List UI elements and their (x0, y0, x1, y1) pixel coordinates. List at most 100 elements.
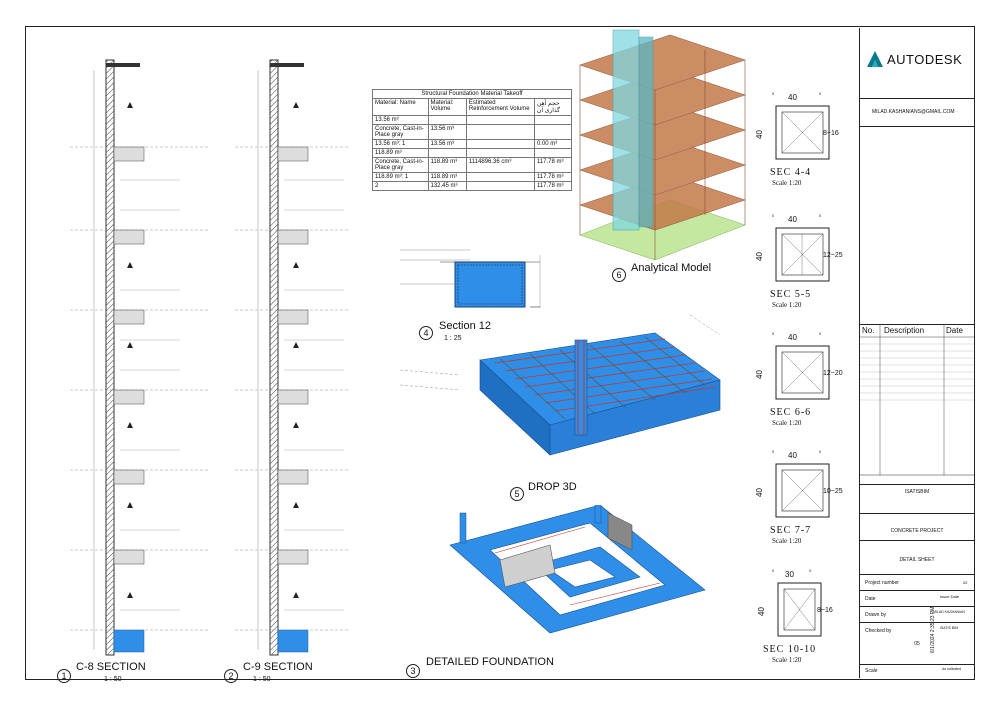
schedule-cell: 13.56 m³ (427, 139, 467, 149)
schedule-header: Estimated Reinforcement Volume (465, 98, 535, 116)
schedule-cell: 117.78 m³ (533, 172, 573, 182)
section-scale: Scale 1:20 (772, 301, 802, 309)
view-scale-c9: 1 : 50 (253, 676, 271, 683)
height-dim: 40 (754, 488, 764, 497)
autodesk-logo: AUTODESK (866, 50, 962, 68)
drawn-by-label: Drawn by (865, 612, 887, 618)
view-number-foundation: 3 (406, 664, 420, 678)
schedule-cell: 0.00 m³ (533, 139, 573, 149)
rebar-spec: 10~25 (823, 488, 843, 495)
project-row: CONCRETE PROJECT (860, 513, 974, 540)
project-name: CONCRETE PROJECT (890, 528, 944, 534)
schedule-cell (465, 115, 535, 125)
title-block: AUTODESK MILAD.KASHANIANS@GMAIL.COM No. … (859, 28, 974, 678)
checked-by-label: Checked by (865, 628, 892, 634)
section-label: SEC 4-4 (770, 167, 812, 178)
schedule-cell: 118.89 m³ (427, 157, 467, 173)
date-row: Date Issue Date (860, 590, 974, 606)
cover-dim: 5 (819, 331, 822, 336)
rev-header-desc: Description (884, 326, 925, 335)
scale-row: Scale As indicated (860, 664, 974, 678)
column-c8 (70, 59, 210, 656)
checked-by-row: Checked by ISATIS BIM 05 (860, 622, 974, 652)
drop-3d-drawing (400, 315, 721, 456)
height-dim: 40 (754, 370, 764, 379)
schedule-cell: 118.89 m³ (372, 148, 429, 158)
rebar-spec: 12~20 (823, 370, 843, 377)
drawn-by-value: MILAD KASHANIAN (933, 610, 965, 614)
schedule-cell: 117.78 m³ (533, 181, 573, 191)
view-number-drop3d: 5 (510, 487, 524, 501)
scale-value: As indicated (942, 667, 962, 671)
view-number-c9: 2 (224, 669, 238, 683)
schedule-cell (533, 124, 573, 140)
section-scale: Scale 1:20 (772, 537, 802, 545)
material-takeoff-schedule: Structural Foundation Material Takeoff M… (372, 89, 573, 191)
brand-name: AUTODESK (887, 51, 963, 67)
revision-table: No. Description Date (860, 324, 974, 484)
blank-panel (860, 126, 974, 324)
section-10-10: 5 30 5 40 8~16 SEC 10-10 Scale 1:20 (755, 567, 855, 667)
section-square (777, 582, 822, 637)
schedule-cell: Concrete, Cast-in-Place gray (372, 157, 429, 173)
view-scale-c8: 1 : 50 (104, 676, 122, 683)
schedule-row: 118.89 m³ (372, 148, 573, 158)
cover-dim: 5 (772, 213, 775, 218)
schedule-title: Structural Foundation Material Takeoff (372, 89, 572, 99)
date-label: Date (865, 596, 876, 602)
width-dim: 40 (788, 333, 797, 342)
width-dim: 40 (788, 93, 797, 102)
schedule-cell (427, 115, 467, 125)
company-row: ISATISBIM (860, 484, 974, 513)
view-number-section12: 4 (419, 326, 433, 340)
section-square (775, 105, 830, 160)
cover-dim: 5 (819, 213, 822, 218)
cover-dim: 5 (809, 568, 812, 573)
revision-grid (860, 325, 974, 476)
schedule-cell (465, 139, 535, 149)
schedule-cell (465, 124, 535, 140)
rebar-spec: 12~25 (823, 252, 843, 259)
cover-dim: 5 (772, 331, 775, 336)
scale-label: Scale (865, 668, 878, 674)
sheet-name: DETAIL SHEET (899, 557, 935, 563)
rev-header-date: Date (946, 326, 963, 335)
section-label: SEC 7-7 (770, 525, 812, 536)
schedule-cell: 2 (372, 181, 429, 191)
project-number-label: Project number (865, 580, 899, 586)
section-label: SEC 5-5 (770, 289, 812, 300)
schedule-cell: 118.89 m³: 1 (372, 172, 429, 182)
schedule-cell: 13.56 m³ (372, 115, 429, 125)
height-dim: 40 (754, 252, 764, 261)
schedule-cell (465, 172, 535, 182)
view-title-section12: Section 12 (439, 320, 491, 332)
drawing-sheet (25, 26, 975, 680)
view-title-c8: C-8 SECTION (76, 661, 146, 673)
schedule-cell (465, 181, 535, 191)
schedule-cell: 118.89 m³ (427, 172, 467, 182)
cover-dim: 5 (772, 449, 775, 454)
project-number-row: Project number 02 (860, 574, 974, 590)
company-name: ISATISBIM (904, 489, 930, 495)
view-number-analytical: 6 (612, 268, 626, 282)
height-dim: 40 (754, 130, 764, 139)
section-5-5: 5 40 5 40 12~25 SEC 5-5 Scale 1:20 (755, 212, 855, 312)
schedule-header: Material: Name (372, 98, 429, 116)
width-dim: 40 (788, 215, 797, 224)
schedule-cell (465, 148, 535, 158)
print-timestamp: 6/1/2024 2:35:23 PM (930, 606, 936, 653)
section-square (775, 227, 830, 282)
schedule-row: 13.56 m³ (372, 115, 573, 125)
schedule-cell: 132.45 m³ (427, 181, 467, 191)
section-12-drawing (400, 249, 541, 308)
autodesk-logo-icon (867, 51, 883, 67)
view-number-c8: 1 (57, 669, 71, 683)
detailed-foundation-drawing (449, 505, 706, 634)
width-dim: 30 (785, 570, 794, 579)
column-c9 (235, 59, 350, 656)
schedule-cell: 13.56 m³ (427, 124, 467, 140)
